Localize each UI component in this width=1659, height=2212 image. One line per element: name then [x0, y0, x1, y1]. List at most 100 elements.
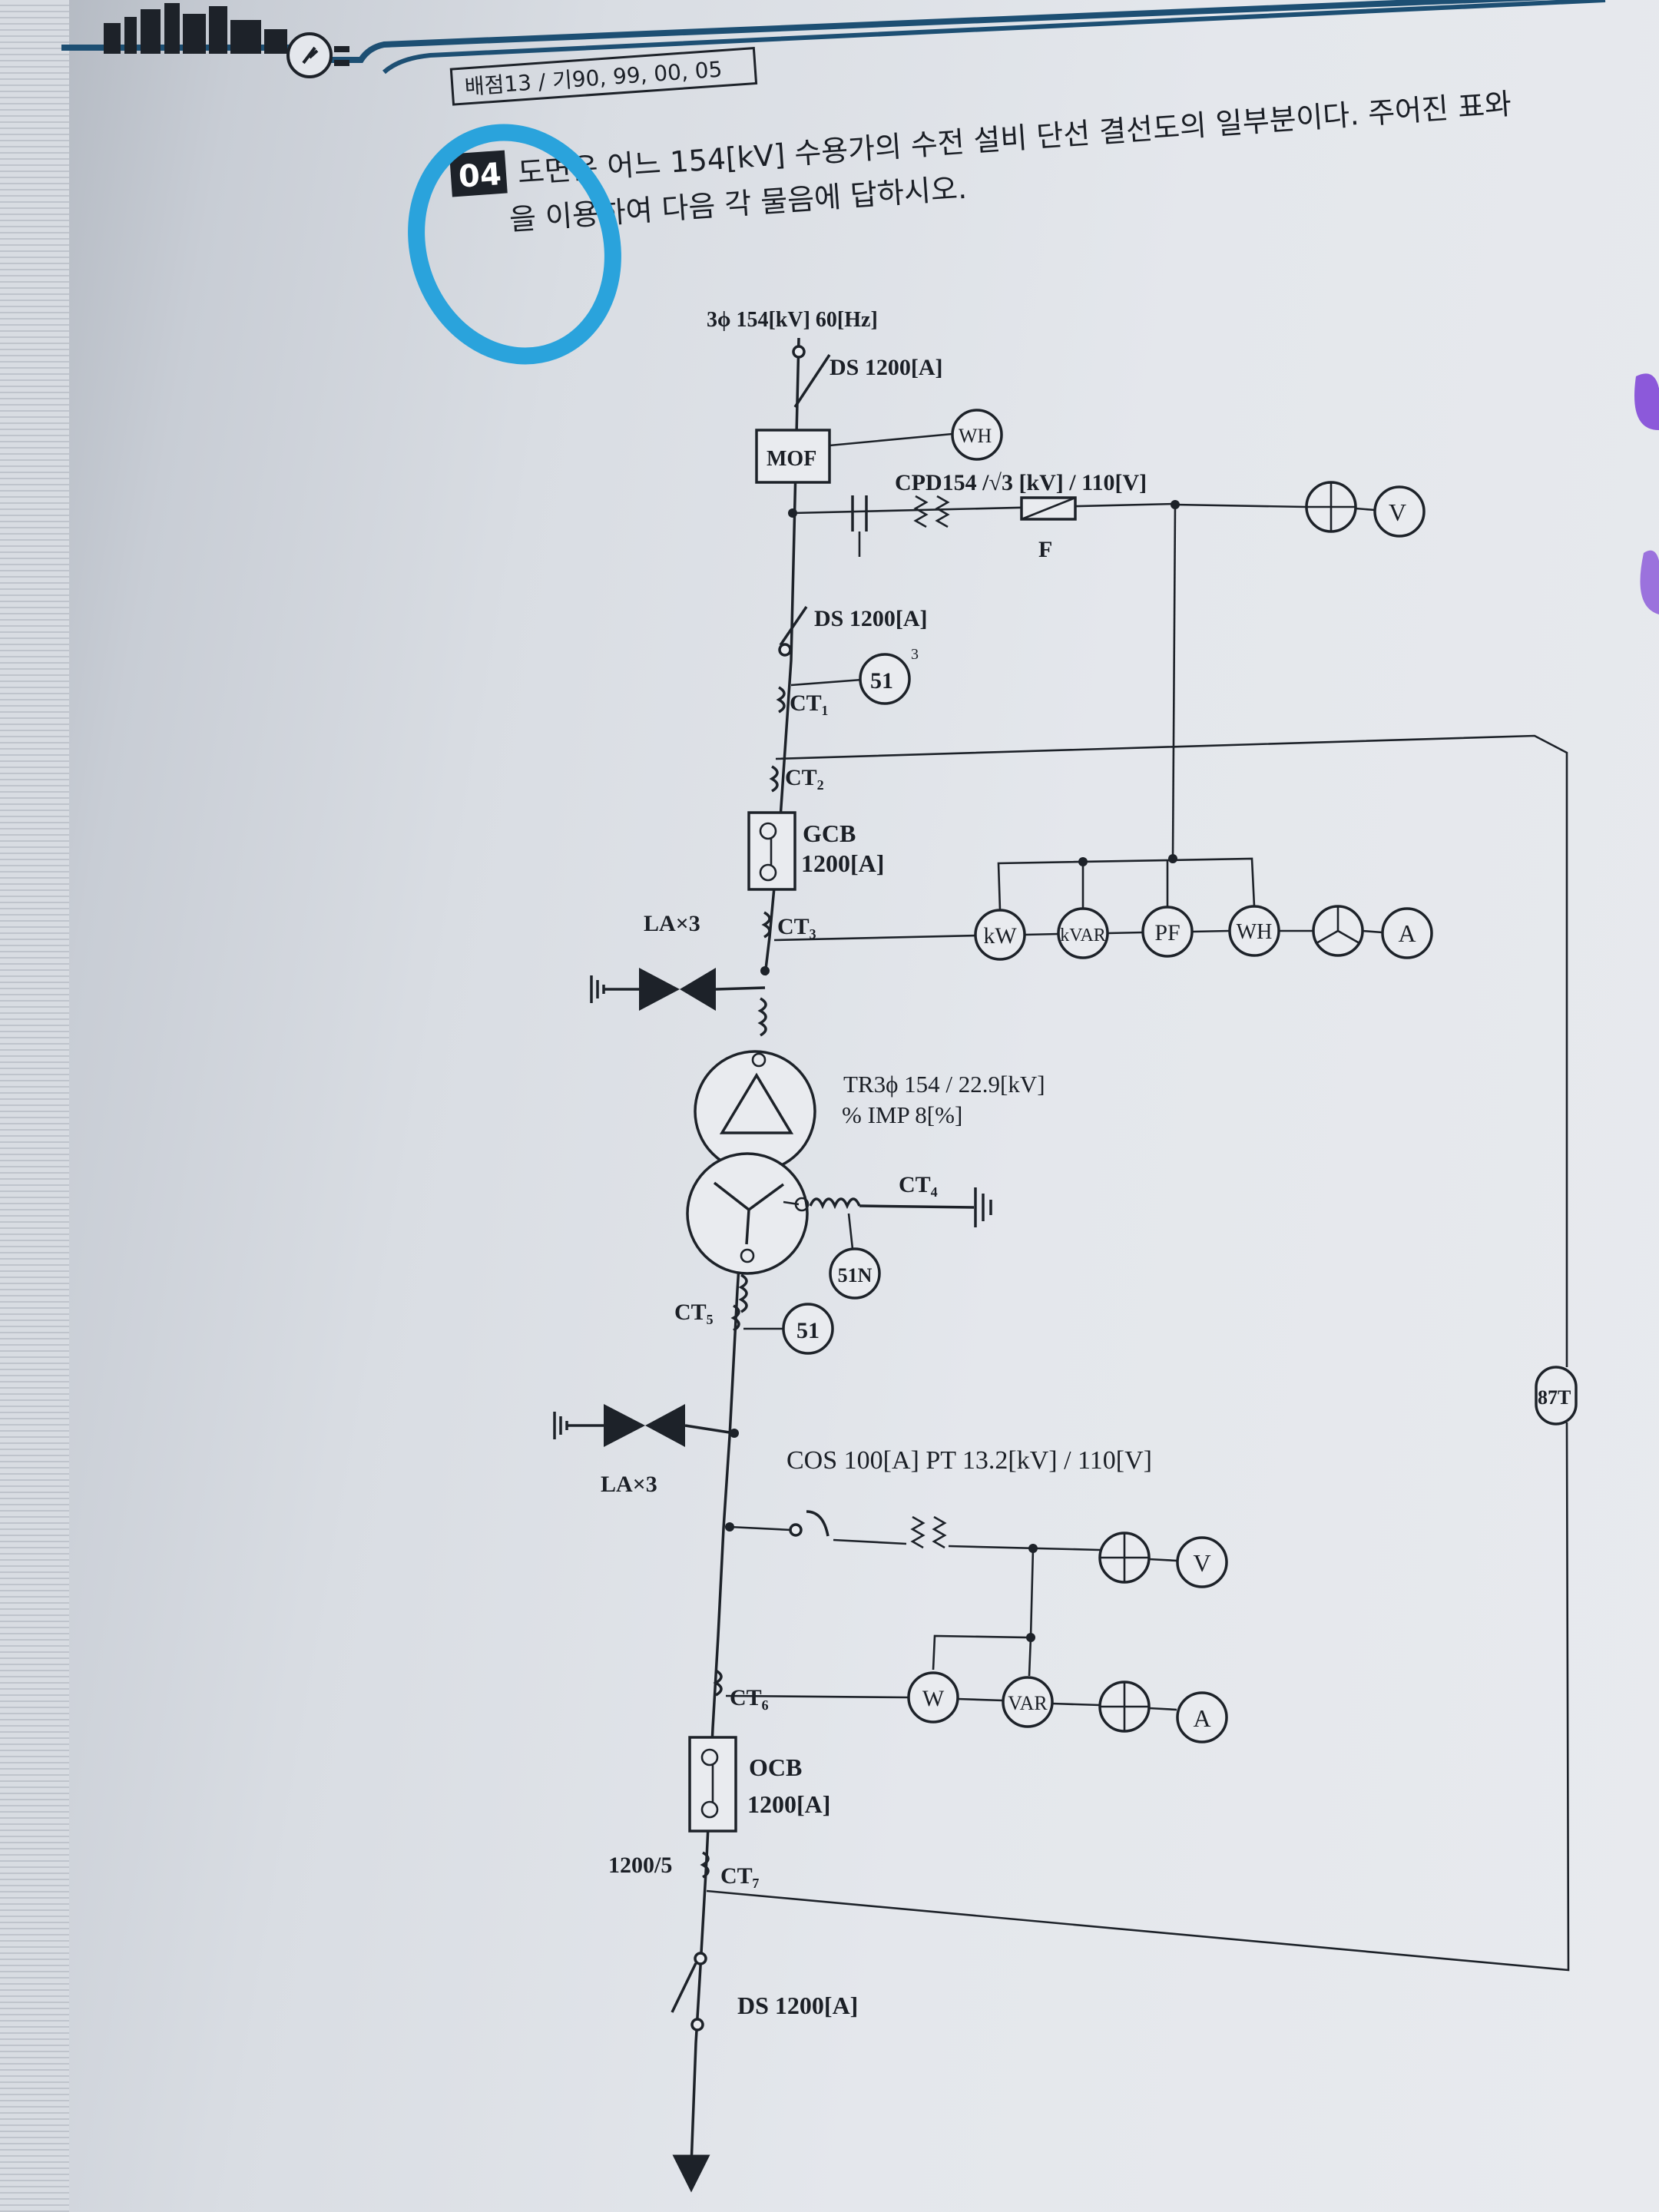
voltmeter-bottom-label: V	[1193, 1549, 1210, 1577]
mof-to-wh	[829, 432, 953, 447]
ocb-rating: 1200[A]	[747, 1790, 830, 1818]
voltmeter-top	[1373, 485, 1426, 538]
lightning-arrester-bottom-icon	[553, 1404, 735, 1447]
neutral-bushing	[794, 1197, 810, 1212]
relay-51-bottom	[782, 1303, 834, 1355]
ct6-coil	[713, 1669, 723, 1697]
pt-transformer-icon	[910, 1515, 947, 1549]
pf-to-wh	[1191, 929, 1230, 933]
fuse-f-label: F	[1038, 537, 1052, 562]
cpd-capacitor-icon	[851, 495, 868, 557]
ds-bottom-label: DS 1200[A]	[737, 1992, 858, 2019]
lightning-arrester-top-icon	[590, 968, 766, 1011]
differential-protection-loop	[706, 734, 1570, 1972]
ammeter-row	[1381, 907, 1433, 959]
ds-top-label: DS 1200[A]	[830, 355, 943, 380]
tr-impedance: % IMP 8[%]	[842, 1101, 962, 1128]
ds-second-label: DS 1200[A]	[814, 606, 928, 631]
city-skyline-icon	[104, 3, 287, 54]
ds-bottom-contact-top	[694, 1952, 707, 1965]
gcb-name: GCB	[803, 820, 856, 847]
ammeter-bottom-label: A	[1193, 1704, 1210, 1732]
ct5-coil	[730, 1304, 740, 1332]
meters-row: kW kVAR PF WH A	[974, 854, 1433, 961]
ds-top-contact	[792, 345, 806, 359]
question-number: 04	[458, 157, 503, 195]
margin-marker	[1634, 373, 1659, 430]
ammeter-row-label: A	[1398, 919, 1416, 947]
kvar-to-pf	[1107, 931, 1144, 935]
kw-to-kvar	[1024, 932, 1059, 936]
pt-to-wvar-taps	[932, 1548, 1035, 1677]
voltmeter-switch-bottom-icon	[1098, 1532, 1151, 1584]
ds-bottom-blade	[671, 1962, 697, 2013]
power-plug-icon	[286, 32, 349, 78]
cpd-junction	[788, 508, 797, 518]
var-meter-label: VAR	[1008, 1692, 1048, 1714]
relay-51-top	[859, 653, 911, 705]
ocb-name: OCB	[749, 1753, 802, 1781]
ammeter-switch-bottom-icon	[1098, 1681, 1151, 1733]
tr-bushing-bottom	[740, 1248, 755, 1263]
var-meter	[1002, 1676, 1054, 1728]
tap-junction-1	[1078, 857, 1088, 866]
cos-to-pt	[833, 1538, 907, 1545]
ds-top-blade	[793, 354, 831, 408]
neutral-ground-icon	[974, 1187, 992, 1227]
mof-label: MOF	[767, 447, 816, 471]
ct7-ratio: 1200/5	[608, 1853, 672, 1878]
ammeter-bottom	[1176, 1691, 1228, 1743]
relay-87t	[1535, 1366, 1578, 1426]
line-to-vs	[1174, 503, 1306, 508]
tr-bushing-top	[751, 1052, 767, 1068]
gcb-contact-top	[759, 822, 777, 840]
ocb-contact-top	[700, 1748, 719, 1767]
margin-marker-2	[1640, 550, 1659, 614]
ocb-contact-bottom	[700, 1800, 719, 1819]
tap-junction-2	[1168, 854, 1177, 863]
supply-label: 3ϕ 154[kV] 60[Hz]	[707, 308, 878, 332]
voltmeter-top-label: V	[1389, 498, 1406, 526]
ct4-to-51n	[847, 1213, 854, 1250]
gcb-rating: 1200[A]	[801, 849, 884, 877]
ds-second-blade	[779, 606, 808, 646]
source-tag-box	[449, 47, 758, 106]
voltmeter-switch-top-icon	[1305, 481, 1357, 533]
wvar-junction	[1026, 1633, 1035, 1642]
tr-rating: TR3ϕ 154 / 22.9[kV]	[843, 1071, 1045, 1098]
pf-meter-label: PF	[1154, 920, 1180, 945]
var-to-as	[1051, 1702, 1101, 1707]
ct5-label: CT₅	[674, 1300, 714, 1325]
cpd-label: CPD154 /√3 [kV] / 110[V]	[895, 470, 1147, 495]
voltmeter-bottom	[1176, 1536, 1228, 1588]
as-to-a-bottom	[1148, 1707, 1177, 1711]
ct3-to-meters	[773, 934, 978, 942]
la-top-label: LA×3	[644, 911, 700, 936]
wye-winding-icon	[713, 1181, 785, 1245]
ct1-to-51	[790, 678, 863, 687]
ct3-coil	[761, 911, 771, 939]
neutral-to-ground	[859, 1204, 975, 1209]
ct2-label: CT₂	[785, 765, 824, 790]
vs-to-v-bottom	[1148, 1558, 1177, 1562]
watt-meter	[907, 1671, 959, 1724]
ct4-label: CT₄	[899, 1172, 938, 1197]
cos-pt-label: COS 100[A] PT 13.2[kV] / 110[V]	[786, 1446, 1152, 1475]
relay-51-bottom-label: 51	[796, 1318, 820, 1343]
ct1-coil	[776, 686, 786, 714]
la-top-junction	[760, 966, 770, 975]
header-band-lower	[382, 0, 1606, 75]
page-stack-edge	[0, 0, 69, 2212]
ct7-label: CT₇	[720, 1863, 760, 1889]
wh-meter-row-label: WH	[1237, 920, 1273, 944]
cpd-branch-line	[792, 502, 1176, 515]
cos-contact	[789, 1523, 803, 1537]
gcb-contact-bottom	[759, 863, 777, 882]
cos-fuse-switch-icon	[806, 1510, 830, 1537]
relay-51-top-superscript: 3	[911, 646, 919, 663]
question-line-1: 도면은 어느 154[kV] 수용가의 수전 설비 단선 결선도의 일부분이다.…	[516, 87, 1512, 190]
vs-to-v-top	[1355, 507, 1376, 512]
